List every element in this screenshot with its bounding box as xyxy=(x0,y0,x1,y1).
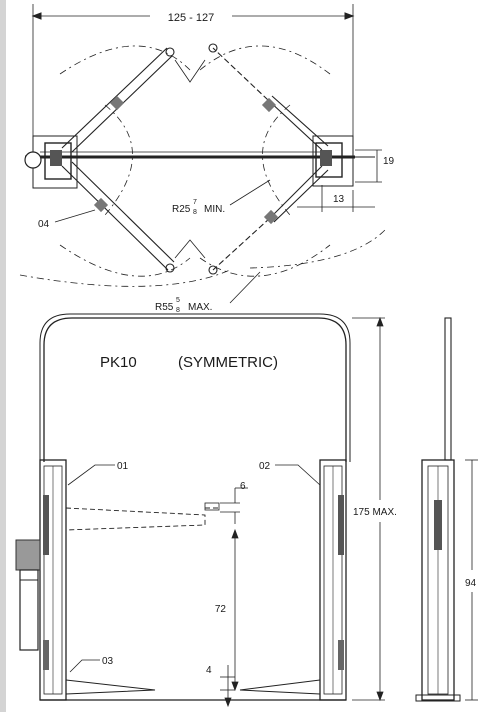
max-radius-label: R55 5 8 MAX. xyxy=(155,297,212,314)
offset-19-label: 19 xyxy=(383,156,395,167)
lift-height-label: 72 xyxy=(215,604,227,615)
right-column-callout: 02 xyxy=(259,461,271,472)
model-title: PK10 xyxy=(100,354,137,371)
min-pad-dimension xyxy=(220,665,235,708)
min-radius-frac-num: 7 xyxy=(193,199,197,206)
max-radius-frac-num: 5 xyxy=(176,297,180,304)
side-view xyxy=(415,317,478,702)
offset-19-dimension xyxy=(355,149,382,183)
offset-13-dimension xyxy=(297,185,375,212)
model-subtitle: (SYMMETRIC) xyxy=(178,354,278,371)
overall-width-label: 125 - 127 xyxy=(168,12,214,24)
overhead-arch xyxy=(43,317,347,462)
min-radius-suffix: MIN. xyxy=(204,204,225,215)
right-column xyxy=(319,459,347,701)
max-radius-whole: R55 xyxy=(155,302,174,313)
pad-height-label: 6 xyxy=(240,481,246,492)
overall-height-label: 175 MAX. xyxy=(353,507,397,518)
top-view xyxy=(19,4,386,304)
power-unit xyxy=(15,539,41,651)
drawing-sheet: 125 - 127 19 13 R25 7 8 MIN. R55 5 8 MAX… xyxy=(6,0,478,712)
arm-callout: 04 xyxy=(38,219,50,230)
lift-drawing: 125 - 127 19 13 R25 7 8 MIN. R55 5 8 MAX… xyxy=(15,4,478,708)
min-radius-frac-den: 8 xyxy=(193,209,197,216)
pad-height-dimension xyxy=(220,487,248,524)
lowered-arms xyxy=(40,679,346,701)
max-radius-suffix: MAX. xyxy=(188,302,212,313)
raised-arm xyxy=(65,507,220,531)
base-callout: 03 xyxy=(102,656,114,667)
left-column-callout: 01 xyxy=(117,461,129,472)
min-pad-height-label: 4 xyxy=(206,665,212,676)
right-base-plate xyxy=(312,135,375,187)
overall-width-dimension xyxy=(31,4,355,150)
offset-13-label: 13 xyxy=(333,194,345,205)
lift-arms xyxy=(61,43,329,275)
max-radius-frac-den: 8 xyxy=(176,307,180,314)
overall-height-dimension xyxy=(352,316,385,702)
side-height-label: 94 xyxy=(465,578,477,589)
lift-height-dimension xyxy=(231,528,239,692)
left-column xyxy=(39,459,67,701)
left-base-plate xyxy=(24,135,78,189)
front-view xyxy=(15,313,385,708)
min-radius-label: R25 7 8 MIN. xyxy=(172,199,225,216)
swing-arcs xyxy=(19,45,386,287)
min-radius-whole: R25 xyxy=(172,204,191,215)
